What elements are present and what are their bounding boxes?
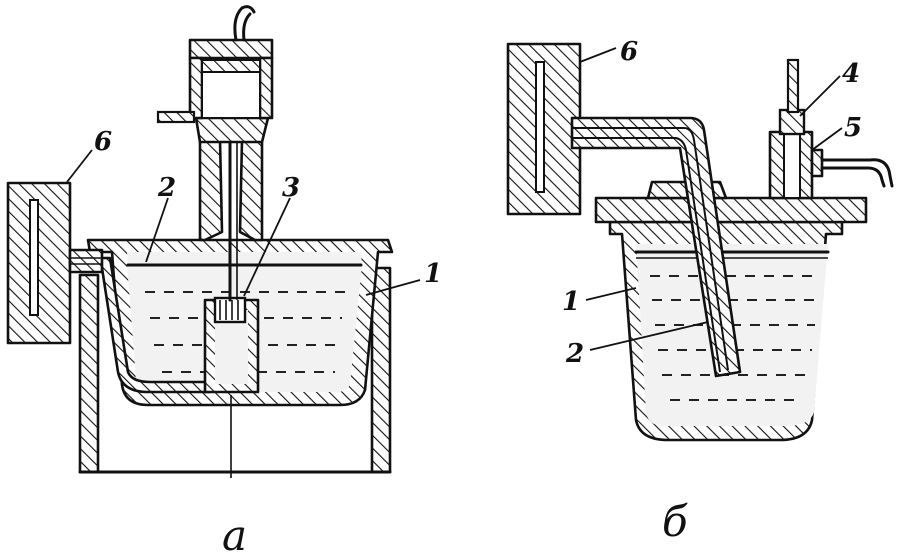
- figure-a: 6 2 3 1 a: [6, 5, 442, 557]
- label-4b: 4: [842, 59, 860, 89]
- air-hose-a: [233, 5, 256, 42]
- rod-b: [786, 58, 800, 114]
- metal-conduit-b: [570, 116, 742, 378]
- outer-stand: [78, 266, 392, 474]
- crucible-lid-b: [594, 196, 868, 224]
- leader-6b: [579, 47, 617, 63]
- pneumatic-cylinder-a: [188, 38, 274, 60]
- seal-nut-b: [778, 108, 806, 136]
- label-6a: 6: [94, 127, 112, 157]
- leader-3a: [243, 197, 291, 297]
- leader-5b: [811, 127, 843, 151]
- leader-1a: [365, 279, 421, 296]
- caption-a: a: [222, 511, 247, 557]
- label-1b: 1: [562, 287, 580, 317]
- label-2b: 2: [565, 339, 584, 369]
- label-5b: 5: [844, 113, 862, 143]
- caption-b: б: [662, 497, 688, 546]
- leader-2b: [589, 321, 709, 351]
- label-6b: 6: [620, 37, 638, 67]
- label-2a: 2: [157, 173, 176, 203]
- side-pipe-a: [156, 110, 196, 124]
- leader-1b: [585, 287, 637, 301]
- leader-2a: [145, 197, 169, 263]
- figure-b: 6 4 5 1 2 б: [506, 37, 894, 546]
- support-column-a: [198, 138, 224, 242]
- air-pipe-b: [820, 158, 894, 188]
- label-3a: 3: [282, 173, 300, 203]
- label-1a: 1: [424, 259, 442, 289]
- leader-4b: [799, 75, 841, 117]
- leader-6a: [66, 149, 93, 183]
